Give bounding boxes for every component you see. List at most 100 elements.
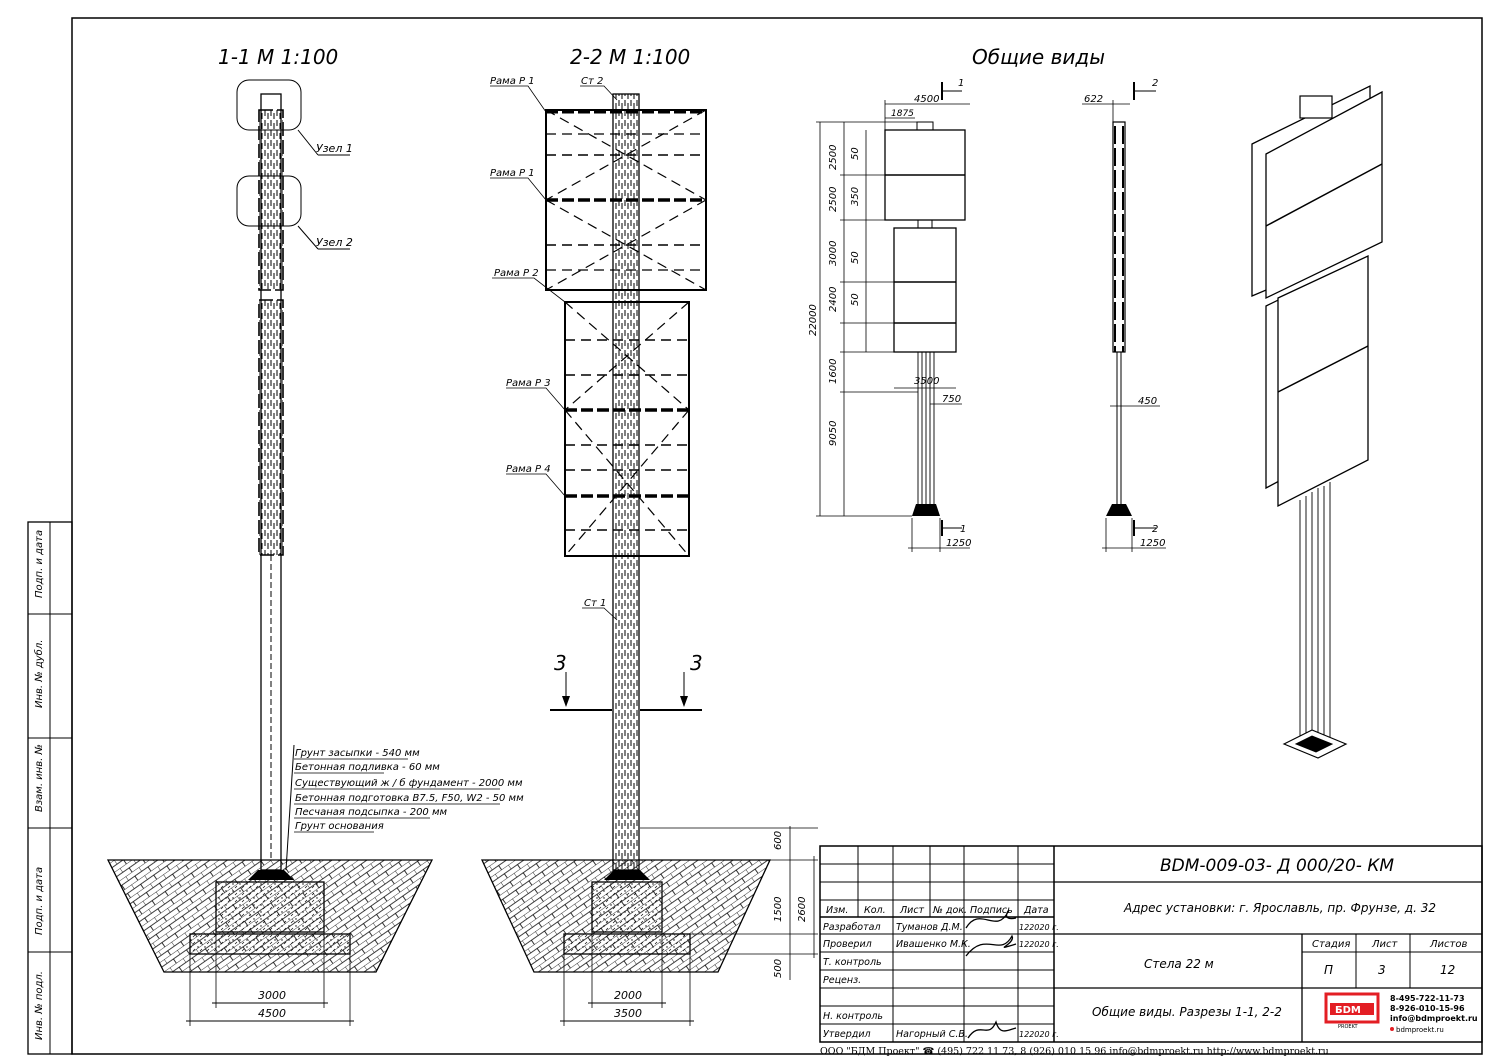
frame-label: Рама Р 4 (506, 464, 551, 475)
front-bottom-dim: 1250 (946, 538, 971, 549)
stamp-label: Взам. инв. № (34, 744, 45, 812)
side-bottom-dim: 1250 (1140, 538, 1165, 549)
contact-site: bdmproekt.ru (1396, 1026, 1444, 1034)
svg-text:БDМ: БDМ (1335, 1005, 1361, 1016)
dim-1500: 1500 (773, 897, 784, 922)
general-title: Общие виды (972, 45, 1105, 69)
contact-phone: 8-926-010-15-96 (1390, 1004, 1465, 1013)
stamp-label: Подп. и дата (34, 867, 45, 935)
front-section-mark: 1 (958, 78, 964, 89)
tb-date: 122020 г. (1019, 1030, 1059, 1039)
signature (967, 1020, 1017, 1039)
node-1-label: Узел 1 (316, 142, 353, 155)
front-left-dim: 2400 (828, 287, 839, 312)
tb-role: Проверил (823, 939, 872, 950)
stamp-label: Подп. и дата (34, 530, 45, 598)
side-top-dim: 622 (1084, 94, 1103, 105)
title-block: Изм. Кол. Лист № док. Подпись Дата Разра… (819, 845, 1483, 1057)
layer-label: Грунт засыпки - 540 мм (295, 748, 420, 759)
dim-500: 500 (773, 959, 784, 978)
front-top-dim: 1875 (891, 109, 914, 119)
front-left-dim: 1600 (828, 359, 839, 384)
contact-email: info@bdmproekt.ru (1390, 1014, 1478, 1023)
dim-2600: 2600 (797, 897, 808, 922)
layer-label: Существующий ж / б фундамент - 2000 мм (295, 777, 523, 789)
object-name: Стела 22 м (1144, 957, 1214, 971)
section-2-title: 2-2 М 1:100 (570, 45, 690, 69)
stage-value: П (1324, 963, 1333, 977)
tb-date: 122020 г. (1019, 923, 1059, 932)
stage-header: Стадия (1312, 939, 1350, 950)
frame-label: Рама Р 1 (490, 168, 535, 179)
front-total-dim: 22000 (808, 304, 819, 336)
side-mid-dim: 450 (1138, 396, 1157, 407)
signature (965, 909, 1017, 929)
tb-role: Н. контроль (823, 1011, 883, 1022)
stage-value: 12 (1440, 963, 1455, 977)
dim-3000: 3000 (258, 989, 286, 1002)
tb-name: Ивашенко М.К. (896, 939, 971, 950)
sheet-title: Общие виды. Разрезы 1-1, 2-2 (1092, 1005, 1282, 1019)
section-2-2: 2-2 М 1:100 (480, 45, 818, 1026)
doc-code: BDM-009-03- Д 000/20- КМ (1160, 856, 1394, 876)
section-1-title: 1-1 М 1:100 (218, 45, 338, 69)
dim-4500: 4500 (258, 1007, 286, 1020)
side-section-mark: 2 (1152, 78, 1158, 89)
front-bottom-dim: 3500 (914, 376, 939, 387)
frame-label: Рама Р 3 (506, 378, 551, 389)
front-inner-dim: 50 (850, 293, 861, 306)
node-2-label: Узел 2 (316, 236, 353, 249)
general-views: Общие виды 4500 1875 (808, 45, 1383, 759)
stamp-label: Инв. № подл. (34, 971, 45, 1040)
stage-header: Листов (1429, 939, 1467, 950)
contact-phone: 8-495-722-11-73 (1390, 994, 1465, 1003)
svg-text:PROEKT: PROEKT (1338, 1024, 1358, 1030)
front-top-dim: 4500 (914, 94, 939, 105)
stage-value: 3 (1378, 963, 1386, 977)
front-view: 4500 1875 1 1 2500 250 (808, 78, 971, 552)
tb-date: 122020 г. (1019, 940, 1059, 949)
tb-role: Т. контроль (823, 957, 882, 968)
front-inner-dim: 50 (850, 147, 861, 160)
tb-role: Реценз. (823, 975, 861, 986)
front-left-dim: 2500 (828, 187, 839, 212)
section-1-1: 1-1 М 1:100 Узел 1 Узел 2 Грунт засыпки … (106, 45, 524, 1026)
tb-header: Изм. (826, 905, 848, 916)
company-logo: БDМ PROEKT (1324, 992, 1380, 1030)
layer-label: Грунт основания (295, 821, 384, 832)
stage-header: Лист (1371, 939, 1399, 950)
stamp-label: Инв. № дубл. (33, 640, 45, 708)
tb-header: Кол. (864, 905, 886, 916)
layer-label: Бетонная подливка - 60 мм (295, 762, 440, 773)
tb-header: Дата (1023, 905, 1049, 916)
signature (965, 934, 1017, 957)
tb-name: Туманов Д.М. (896, 922, 963, 933)
isometric-view (1251, 84, 1383, 759)
tb-role: Разработал (823, 922, 881, 933)
front-inner-dim: 50 (850, 251, 861, 264)
side-stamp: Подп. и дата Инв. № дубл. Взам. инв. № П… (27, 521, 73, 1055)
cut-mark-right: 3 (690, 651, 703, 675)
front-left-dim: 2500 (828, 145, 839, 170)
front-left-dim: 3000 (828, 241, 839, 266)
dim-2000: 2000 (614, 989, 642, 1002)
tb-header: Лист (899, 905, 925, 916)
layer-label: Песчаная подсыпка - 200 мм (295, 807, 448, 818)
tb-role: Утвердил (823, 1029, 871, 1040)
cut-mark-left: 3 (554, 651, 567, 675)
tb-name: Нагорный С.В. (896, 1029, 968, 1040)
front-bottom-dim: 750 (942, 394, 961, 405)
tb-header: № док. (932, 905, 967, 916)
dim-600: 600 (773, 831, 784, 850)
front-section-mark: 1 (960, 524, 966, 535)
side-view: 622 2 450 2 1250 (1082, 78, 1166, 552)
footer-contacts: ООО "БДМ Проект" ☎ (495) 722 11 73, 8 (9… (820, 1046, 1329, 1057)
frame-label: Рама Р 1 (490, 76, 535, 87)
st2-label: Ст 2 (581, 76, 603, 87)
layer-label: Бетонная подготовка В7.5, F50, W2 - 50 м… (295, 793, 524, 804)
side-section-mark: 2 (1152, 524, 1158, 535)
address: Адрес установки: г. Ярославль, пр. Фрунз… (1123, 901, 1436, 915)
dim-3500: 3500 (614, 1007, 642, 1020)
web-icon (1390, 1027, 1394, 1031)
